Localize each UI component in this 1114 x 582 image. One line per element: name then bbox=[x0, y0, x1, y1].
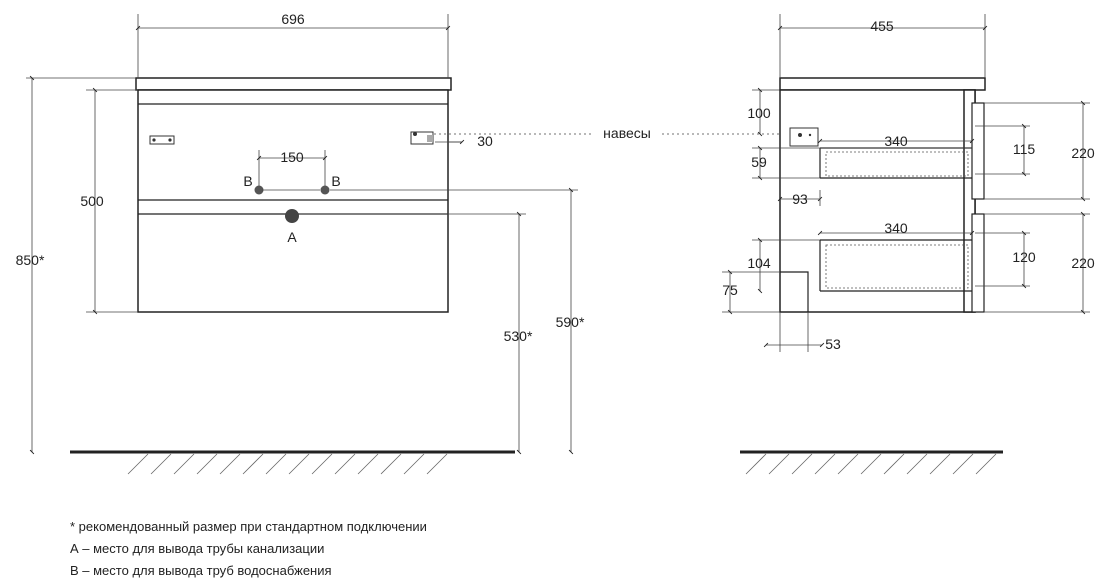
dim-width-696: 696 bbox=[281, 11, 305, 27]
hangers-label: навесы bbox=[603, 125, 651, 141]
dim-drawer-depth-bottom: 340 bbox=[884, 220, 908, 236]
hanger-left-icon bbox=[149, 135, 175, 145]
front-countertop bbox=[135, 77, 452, 91]
drawer-front-bottom bbox=[971, 213, 985, 313]
dim-overall-height: 850* bbox=[16, 252, 45, 268]
drain-point-icon bbox=[285, 209, 299, 223]
hanger-right-icon bbox=[410, 131, 434, 145]
supply-label-left: B bbox=[243, 173, 252, 189]
front-cabinet-body bbox=[137, 89, 449, 313]
dim-inner-120: 120 bbox=[1012, 249, 1036, 265]
legend: * рекомендованный размер при стандартном… bbox=[70, 516, 427, 582]
dim-drawer-height-top: 220 bbox=[1071, 145, 1095, 161]
front-view: 696 150 B B A 30 500 850* 530* 590* bbox=[16, 11, 585, 475]
dim-inner-115: 115 bbox=[1013, 141, 1036, 157]
side-panel bbox=[779, 89, 976, 313]
drain-label: A bbox=[287, 229, 297, 245]
dim-offset-104: 104 bbox=[747, 255, 771, 271]
supply-point-right-icon bbox=[320, 185, 330, 195]
dim-hanger-offset: 30 bbox=[477, 133, 493, 149]
front-floor-hatching bbox=[127, 453, 448, 475]
dim-gap-59: 59 bbox=[751, 154, 767, 170]
drawer-front-top bbox=[971, 102, 985, 200]
dim-body-height: 500 bbox=[80, 193, 104, 209]
dim-drain-height: 530* bbox=[504, 328, 533, 344]
legend-note-b: В – место для вывода труб водоснабжения bbox=[70, 563, 332, 578]
dim-offset-53: 53 bbox=[825, 336, 841, 352]
dim-drawer-height-bottom: 220 bbox=[1071, 255, 1095, 271]
dim-top-offset: 100 bbox=[747, 105, 771, 121]
dim-offset-75: 75 bbox=[722, 282, 738, 298]
side-view: 455 100 59 340 93 340 104 75 5 bbox=[722, 14, 1095, 475]
supply-point-left-icon bbox=[254, 185, 264, 195]
supply-label-right: B bbox=[331, 173, 340, 189]
side-fascia bbox=[963, 89, 976, 313]
dim-supply-height: 590* bbox=[556, 314, 585, 330]
side-countertop bbox=[779, 77, 986, 91]
dim-drawer-depth-top: 340 bbox=[884, 133, 908, 149]
dim-pipe-spacing: 150 bbox=[280, 149, 304, 165]
side-floor-hatching bbox=[745, 453, 997, 475]
drawer-box-bottom bbox=[825, 244, 969, 289]
side-hanger-icon bbox=[789, 127, 819, 147]
legend-note-star: * рекомендованный размер при стандартном… bbox=[70, 519, 427, 534]
dim-offset-93: 93 bbox=[792, 191, 808, 207]
legend-note-a: А – место для вывода трубы канализации bbox=[70, 541, 325, 556]
drawer-box-top bbox=[825, 151, 969, 177]
dim-depth: 455 bbox=[870, 18, 894, 34]
